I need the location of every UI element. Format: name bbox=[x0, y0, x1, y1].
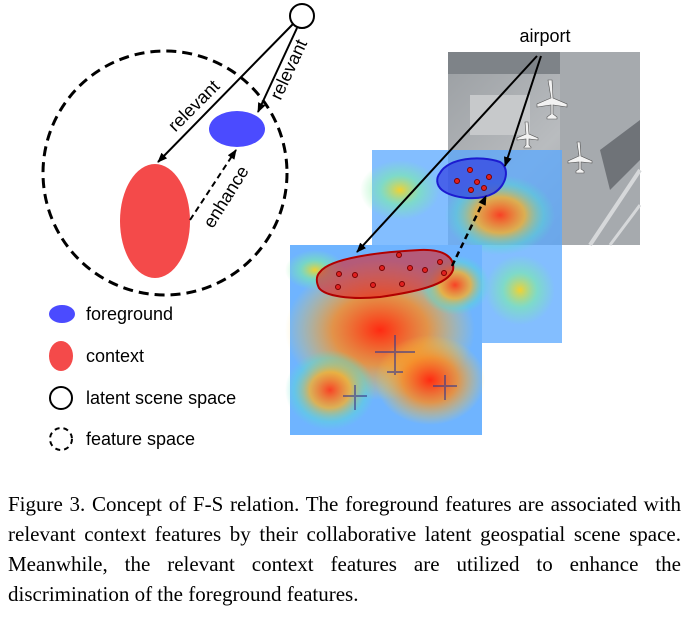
enhance-label: enhance bbox=[199, 162, 253, 231]
context-ellipse bbox=[120, 164, 190, 278]
legend-item-context: context bbox=[49, 341, 144, 371]
concept-figure: relevant relevant enhance foreground con… bbox=[41, 3, 642, 451]
airport-arrow-to-foreground bbox=[503, 55, 542, 167]
latent-scene-space-circle bbox=[289, 3, 315, 29]
latent-circle-icon bbox=[49, 386, 73, 410]
relevant-label-right: relevant bbox=[266, 36, 311, 102]
enhance-arrow-image bbox=[450, 195, 488, 267]
aerial-airport-image bbox=[448, 52, 642, 247]
legend-label-foreground: foreground bbox=[86, 304, 173, 324]
relevant-arrow-to-foreground bbox=[257, 27, 298, 113]
airport-arrow-to-context bbox=[356, 55, 538, 253]
airport-label: airport bbox=[519, 26, 570, 46]
image-stack: airport bbox=[285, 26, 642, 435]
context-ellipse-icon bbox=[49, 341, 73, 371]
dashed-circle-icon bbox=[49, 427, 73, 451]
legend-label-latent-scene-space: latent scene space bbox=[86, 388, 236, 408]
foreground-region bbox=[436, 157, 507, 200]
foreground-ellipse bbox=[209, 111, 265, 147]
foreground-ellipse-icon bbox=[49, 305, 75, 323]
concept-diagram: relevant relevant enhance bbox=[41, 3, 315, 297]
feature-space-circle bbox=[41, 49, 289, 297]
legend-item-latent-scene-space: latent scene space bbox=[49, 386, 236, 410]
enhance-arrow bbox=[189, 149, 237, 221]
figure-caption: Figure 3. Concept of F-S relation. The f… bbox=[8, 492, 681, 606]
legend-label-context: context bbox=[86, 346, 144, 366]
legend-label-feature-space: feature space bbox=[86, 429, 195, 449]
legend-item-feature-space: feature space bbox=[49, 427, 195, 451]
legend: foreground context latent scene space fe… bbox=[49, 304, 236, 451]
relevant-arrow-to-context bbox=[157, 23, 294, 163]
context-region bbox=[315, 248, 455, 299]
legend-item-foreground: foreground bbox=[49, 304, 173, 324]
